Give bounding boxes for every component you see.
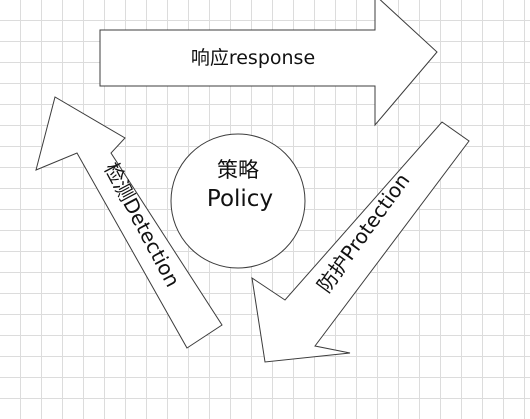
response-arrow xyxy=(99,0,438,127)
policy-circle xyxy=(170,133,306,269)
protection-arrow xyxy=(251,121,470,363)
detection-label: 检测Detection xyxy=(99,159,185,291)
detection-arrow xyxy=(35,96,223,349)
policy-label-chinese: 策略 xyxy=(217,158,259,182)
response-label: 响应response xyxy=(191,47,315,69)
policy-label-english: Policy xyxy=(207,186,273,212)
